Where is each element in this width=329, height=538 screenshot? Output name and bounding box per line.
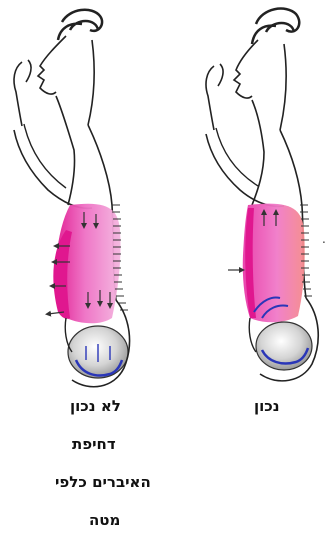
chest-right	[252, 100, 264, 205]
arm-right	[206, 134, 284, 206]
hair-left	[58, 10, 102, 40]
face-right	[234, 40, 258, 98]
figure-incorrect	[14, 10, 130, 387]
hand-left	[14, 60, 31, 126]
face-left	[38, 36, 66, 94]
chest-left	[56, 96, 75, 205]
label-correct: נכון	[254, 397, 280, 415]
hair-right	[252, 9, 299, 44]
figure-correct	[206, 9, 318, 381]
caption-line-2: האיברים כלפי	[55, 473, 151, 491]
neck-left	[88, 40, 94, 125]
forearm-right	[216, 128, 258, 186]
front-thigh-right	[249, 318, 256, 352]
stray-dot: .	[322, 232, 326, 246]
forearm-left	[24, 124, 66, 188]
label-incorrect: לא נכון	[70, 397, 121, 415]
hand-right	[206, 64, 223, 130]
caption-line-1: דחיפת	[72, 435, 116, 453]
neck-right	[280, 44, 286, 130]
arm-left	[14, 130, 92, 208]
caption-line-3: מטה	[89, 511, 120, 529]
